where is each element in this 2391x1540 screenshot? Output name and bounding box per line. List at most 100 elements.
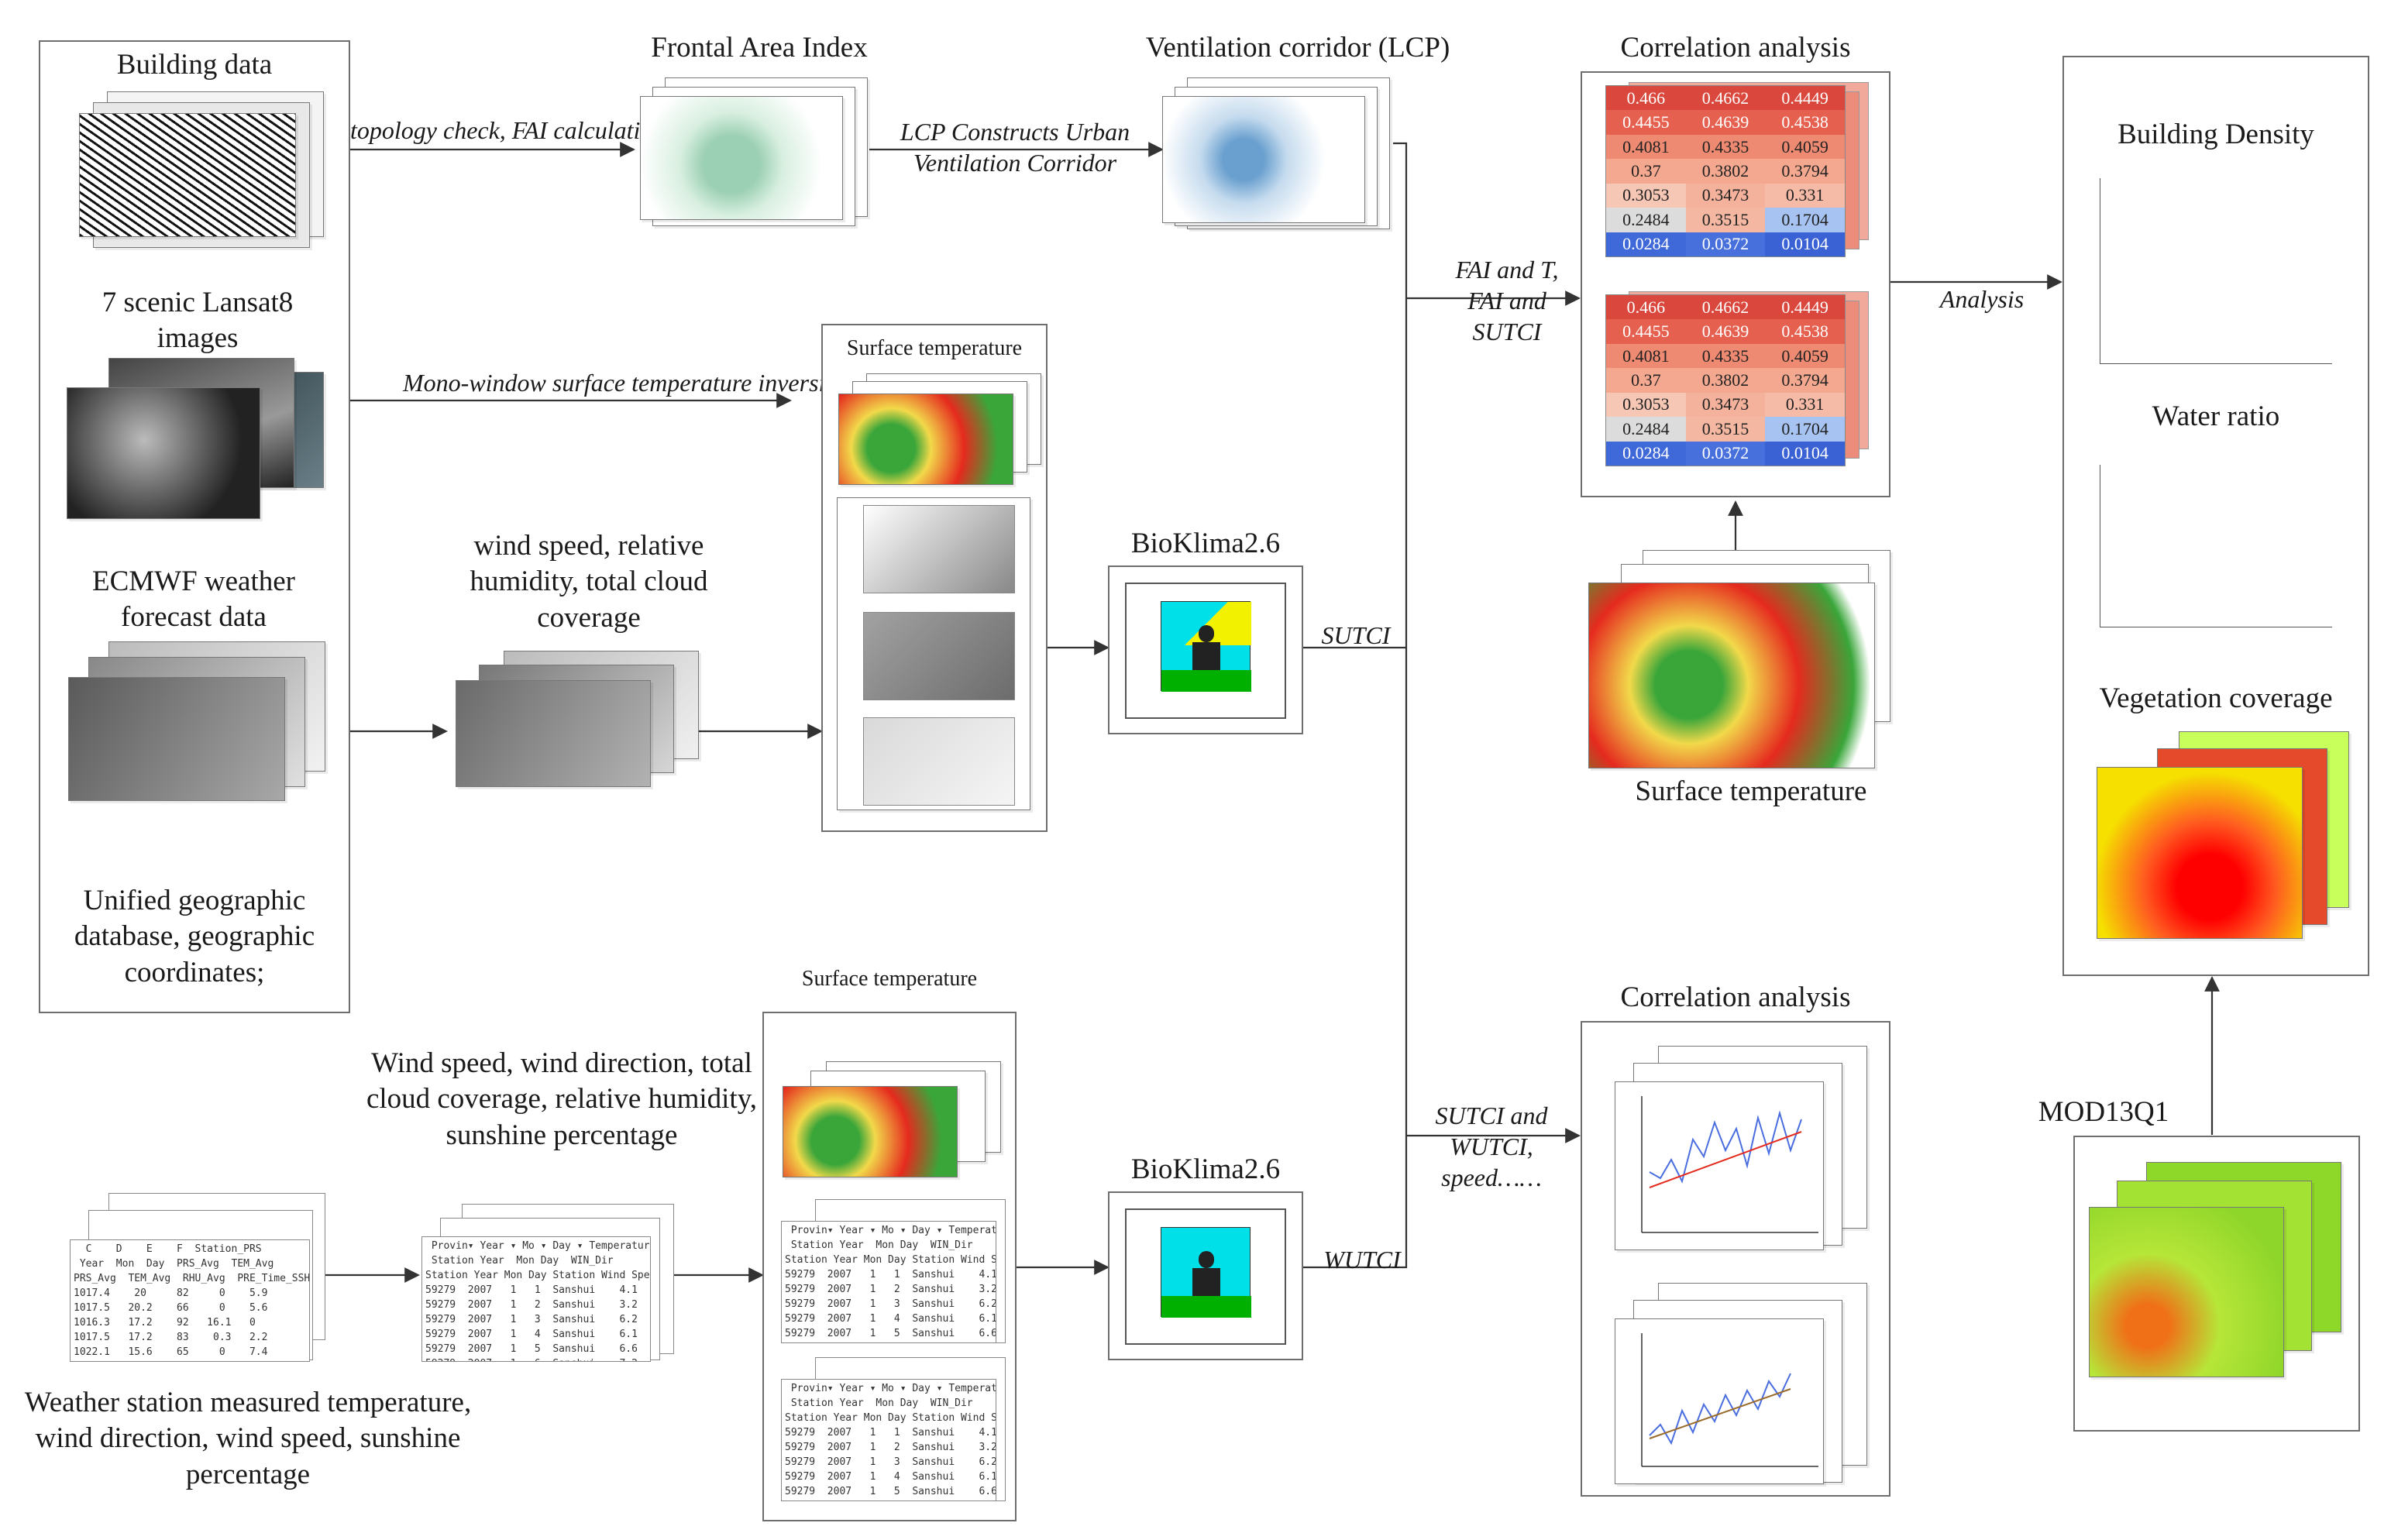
heatmap-cell: 0.4662 [1685, 86, 1766, 111]
heatmap-cell: 0.3473 [1685, 392, 1766, 418]
veg-map-front [2097, 767, 2303, 939]
mono-window-text: Mono-window surface temperature inversio… [403, 369, 851, 397]
heatmap-cell: 0.4639 [1685, 319, 1766, 344]
lcp-edge-label: LCP Constructs Urban Ventilation Corrido… [900, 118, 1130, 177]
mod-map-front [2089, 1207, 2284, 1377]
weather-table-front: Provin▾ Year ▾ Mo ▾ Day ▾ Temperatur Sta… [421, 1236, 651, 1362]
person-head-icon [1199, 1251, 1214, 1268]
heatmap-cell: 0.4449 [1765, 295, 1845, 320]
heatmap-cell: 0.331 [1765, 183, 1845, 208]
temp-low-front [783, 1086, 958, 1177]
heatmap-cell: 0.3802 [1685, 159, 1766, 184]
heatmap-cell: 0.4059 [1765, 134, 1845, 160]
heatmap-cell: 0.4449 [1765, 86, 1845, 111]
bioklima-bottom-grass [1161, 1296, 1251, 1318]
heatmap-cell: 0.3794 [1765, 368, 1845, 393]
heatmap-cell: 0.0372 [1685, 441, 1766, 466]
heatmap-cell: 0.4639 [1685, 110, 1766, 135]
temp-map-front [838, 394, 1013, 485]
heatmap-cell: 0.331 [1765, 392, 1845, 418]
heatmap-cell: 0.466 [1606, 295, 1686, 320]
trend-chart1-front [1615, 1081, 1824, 1250]
analysis-edge-label: Analysis [1939, 285, 2025, 313]
heatmap-cell: 0.3515 [1685, 208, 1766, 232]
heatmap-cell: 0.0104 [1765, 232, 1845, 256]
heatmap-cell: 0.3802 [1685, 368, 1766, 393]
trend-chart1-svg [1641, 1096, 1818, 1233]
ventilation-corridor-label: Ventilation corridor (LCP) [1145, 32, 1450, 64]
wind-rel-label: wind speed, relative humidity, total clo… [470, 530, 708, 634]
mono-window-edge-label: Mono-window surface temperature inversio… [403, 367, 850, 398]
heatmap-cell: 0.4538 [1765, 319, 1845, 344]
bioklima-grass [1161, 670, 1251, 692]
topology-edge-label: topology check, FAI calculation [350, 116, 666, 144]
heatmap-cell: 0.4335 [1685, 343, 1766, 369]
wutci-edge-label: WUTCI [1323, 1246, 1401, 1274]
sutci-wutci-edge-label: SUTCI and WUTCI, speed…… [1435, 1102, 1548, 1191]
heatmap-cell: 0.37 [1606, 368, 1686, 393]
surface-temp-right-label: Surface temperature [1635, 775, 1867, 807]
heatmap-cell: 0.4081 [1606, 343, 1686, 369]
heatmap-cell: 0.3515 [1685, 417, 1766, 442]
heatmap-cell: 0.0284 [1606, 441, 1686, 466]
heatmap-cell: 0.37 [1606, 159, 1686, 184]
heatmap-cell: 0.3794 [1765, 159, 1845, 184]
station-table-front: C D E F Station_PRS Year Mon Day PRS_Avg… [70, 1239, 310, 1362]
heatmap-cell: 0.3473 [1685, 183, 1766, 208]
heatmap-cell: 0.3053 [1606, 392, 1686, 418]
grid-layer-3 [863, 717, 1015, 806]
ecmwf-grid-front [68, 677, 285, 801]
mod13q1-label: MOD13Q1 [2038, 1096, 2169, 1128]
surface-temp-low-label: Surface temperature [801, 967, 978, 991]
heatmap-cell: 0.1704 [1765, 417, 1845, 442]
lansat-label: 7 scenic Lansat8 images [101, 287, 294, 355]
correlation-top-label: Correlation analysis [1620, 32, 1851, 64]
building-data-label: Building data [116, 49, 273, 81]
sutci-edge-label: SUTCI [1321, 621, 1391, 649]
person-head-icon [1199, 625, 1214, 642]
person-body-icon [1192, 642, 1220, 670]
frontal-area-label: Frontal Area Index [651, 32, 868, 64]
heatmap-cell: 0.2484 [1606, 208, 1686, 232]
bioklima-bottom-label: BioKlima2.6 [1130, 1153, 1281, 1185]
heatmap-cell: 0.0284 [1606, 232, 1686, 256]
heatmap-cell: 0.466 [1606, 86, 1686, 111]
ecmwf-label: ECMWF weather forecast data [91, 565, 296, 634]
bioklima-top-label: BioKlima2.6 [1130, 528, 1281, 559]
correlation-bottom-label: Correlation analysis [1620, 981, 1851, 1013]
grid-layer-1 [863, 505, 1015, 593]
heatmap-cell: 0.4059 [1765, 343, 1845, 369]
person-body-icon [1192, 1268, 1220, 1296]
heatmap-cell: 0.0372 [1685, 232, 1766, 256]
low-table2-front: Provin▾ Year ▾ Mo ▾ Day ▾ Temperatur Sta… [781, 1379, 996, 1501]
trend-chart2-front [1615, 1318, 1824, 1484]
heatmap-cell: 0.4335 [1685, 134, 1766, 160]
water-ratio-label: Water ratio [2152, 400, 2280, 432]
lcp-map-front [1162, 96, 1365, 223]
trend-chart2-svg [1641, 1333, 1818, 1467]
building-map-front [79, 113, 296, 237]
surface-temp-mid-label: Surface temperature [846, 336, 1023, 360]
grid-layer-2 [863, 612, 1015, 700]
building-density-label: Building Density [2117, 119, 2314, 150]
bioklima-bottom-icon [1161, 1227, 1251, 1318]
vegetation-label: Vegetation coverage [2099, 682, 2333, 714]
weather-station-label: Weather station measured temperature, wi… [24, 1387, 472, 1490]
wind-grid-front [456, 680, 651, 787]
low-table1-front: Provin▾ Year ▾ Mo ▾ Day ▾ Temperatur Sta… [781, 1221, 996, 1343]
heatmap-cell: 0.4081 [1606, 134, 1686, 160]
wire-main-vertical [1303, 142, 1408, 1269]
building-density-scatter [2100, 178, 2332, 364]
heatmap-cell: 0.4455 [1606, 110, 1686, 135]
heatmap-cell: 0.0104 [1765, 441, 1845, 466]
water-ratio-scatter [2100, 465, 2332, 627]
fai-map-front [640, 96, 843, 220]
unified-database-label: Unified geographic database, geographic … [74, 885, 315, 988]
heatmap-cell: 0.1704 [1765, 208, 1845, 232]
heatmap-cell: 0.4455 [1606, 319, 1686, 344]
heatmap-cell: 0.4538 [1765, 110, 1845, 135]
lansat-image-front [67, 387, 260, 519]
